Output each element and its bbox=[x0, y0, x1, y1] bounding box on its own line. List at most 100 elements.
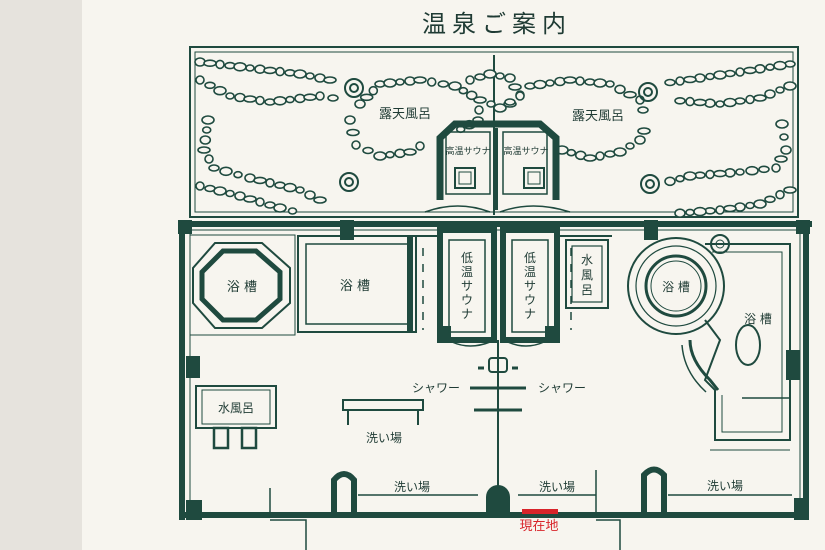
garden-stone bbox=[625, 142, 635, 150]
garden-stone bbox=[765, 63, 775, 71]
garden-stone bbox=[213, 85, 227, 96]
garden-stone bbox=[685, 96, 695, 107]
garden-stone bbox=[458, 86, 469, 95]
garden-stone bbox=[483, 69, 497, 79]
lantern-icon bbox=[339, 172, 359, 192]
garden-stone bbox=[764, 195, 776, 204]
garden-stone bbox=[354, 99, 366, 109]
garden-stone bbox=[693, 98, 707, 107]
araiba-bottom-right-label: 洗い場 bbox=[707, 479, 743, 493]
svg-text:温: 温 bbox=[461, 265, 473, 279]
svg-text:サ: サ bbox=[524, 279, 536, 293]
garden-stone bbox=[234, 92, 246, 103]
garden-stone bbox=[735, 168, 745, 176]
teion-sauna-block bbox=[422, 227, 572, 347]
garden-stone bbox=[213, 186, 227, 196]
garden-stone bbox=[204, 154, 214, 164]
garden-stone bbox=[566, 148, 577, 157]
rect-bath-label: 浴 槽 bbox=[340, 279, 370, 294]
octagon-bath bbox=[189, 234, 296, 336]
svg-text:サ: サ bbox=[461, 279, 473, 293]
garden-stone bbox=[275, 66, 285, 77]
garden-stones bbox=[194, 57, 797, 218]
svg-text:温: 温 bbox=[524, 265, 536, 279]
garden-stone bbox=[413, 76, 427, 84]
garden-stone bbox=[225, 189, 235, 198]
svg-text:呂: 呂 bbox=[581, 283, 593, 297]
svg-text:低: 低 bbox=[461, 251, 473, 265]
garden-stone bbox=[303, 93, 317, 101]
garden-stone bbox=[593, 78, 607, 88]
garden-stone bbox=[344, 115, 356, 125]
garden-stone bbox=[705, 169, 715, 180]
garden-stone bbox=[495, 72, 505, 80]
small-mizuburo bbox=[560, 235, 612, 309]
garden-stone bbox=[287, 207, 298, 215]
shower-left-label: シャワー bbox=[412, 381, 460, 395]
map-title: 温泉ご案内 bbox=[422, 10, 572, 38]
garden-stone bbox=[583, 154, 597, 162]
svg-text:ナ: ナ bbox=[461, 307, 473, 321]
small-mizuburo-label: 水 風 呂 bbox=[581, 253, 593, 297]
garden-stone bbox=[273, 96, 287, 106]
garden-stone bbox=[634, 135, 646, 145]
bottom-wash-areas bbox=[269, 466, 792, 550]
garden-stone bbox=[215, 59, 225, 70]
center-wash-bench bbox=[342, 399, 424, 425]
lantern-icon bbox=[344, 78, 364, 98]
garden-stone bbox=[373, 151, 387, 161]
shower-right-label: シャワー bbox=[538, 381, 586, 395]
garden-stone bbox=[623, 90, 637, 99]
garden-stone bbox=[783, 81, 797, 91]
garden-stone bbox=[265, 178, 275, 188]
garden-stone bbox=[745, 165, 759, 176]
teion-sauna-left-label: 低 温 サ ウ ナ bbox=[461, 251, 473, 321]
garden-stone bbox=[713, 169, 727, 178]
garden-stone bbox=[734, 202, 746, 212]
garden-stone bbox=[465, 90, 478, 101]
garden-stone bbox=[285, 95, 295, 104]
svg-text:ウ: ウ bbox=[524, 293, 536, 307]
left-mizuburo-label: 水風呂 bbox=[218, 401, 254, 415]
shower-column bbox=[470, 340, 526, 492]
lantern-icon bbox=[643, 87, 653, 97]
garden-stone bbox=[563, 76, 577, 84]
lantern-icon bbox=[344, 177, 354, 187]
garden-stone bbox=[197, 146, 211, 154]
garden-stone bbox=[415, 141, 425, 151]
shower-hub bbox=[488, 357, 508, 373]
garden-stone bbox=[233, 62, 247, 72]
garden-stone bbox=[675, 174, 685, 183]
garden-stone bbox=[426, 77, 437, 87]
outdoor-boundary bbox=[189, 46, 799, 218]
garden-stone bbox=[448, 81, 462, 91]
kouon-sauna-building bbox=[424, 120, 571, 213]
garden-stone bbox=[323, 76, 337, 84]
kouon-sauna-left-label: 高温サウナ bbox=[445, 145, 490, 157]
garden-stone bbox=[219, 166, 233, 177]
garden-stone bbox=[675, 76, 685, 86]
garden-stone bbox=[199, 135, 212, 145]
garden-stone bbox=[194, 57, 206, 67]
garden-stone bbox=[201, 115, 215, 125]
garden-stone bbox=[283, 182, 297, 193]
garden-stone bbox=[263, 66, 277, 75]
garden-stone bbox=[771, 163, 781, 173]
garden-stone bbox=[465, 75, 475, 85]
garden-stone bbox=[437, 80, 450, 88]
garden-stone bbox=[683, 171, 697, 181]
garden-stone bbox=[694, 73, 706, 83]
garden-stone bbox=[273, 203, 287, 213]
garden-stone bbox=[554, 76, 566, 87]
garden-stone bbox=[614, 84, 626, 95]
svg-text:ウ: ウ bbox=[461, 293, 473, 307]
right-bath-label: 浴 槽 bbox=[744, 312, 772, 326]
garden-stone bbox=[637, 106, 649, 114]
garden-stone bbox=[773, 60, 787, 71]
garden-stone bbox=[204, 81, 216, 90]
right-bath bbox=[681, 243, 791, 451]
garden-stone bbox=[723, 204, 737, 213]
wall-background bbox=[0, 0, 82, 550]
rotenburo-right-label: 露天風呂 bbox=[572, 109, 624, 124]
